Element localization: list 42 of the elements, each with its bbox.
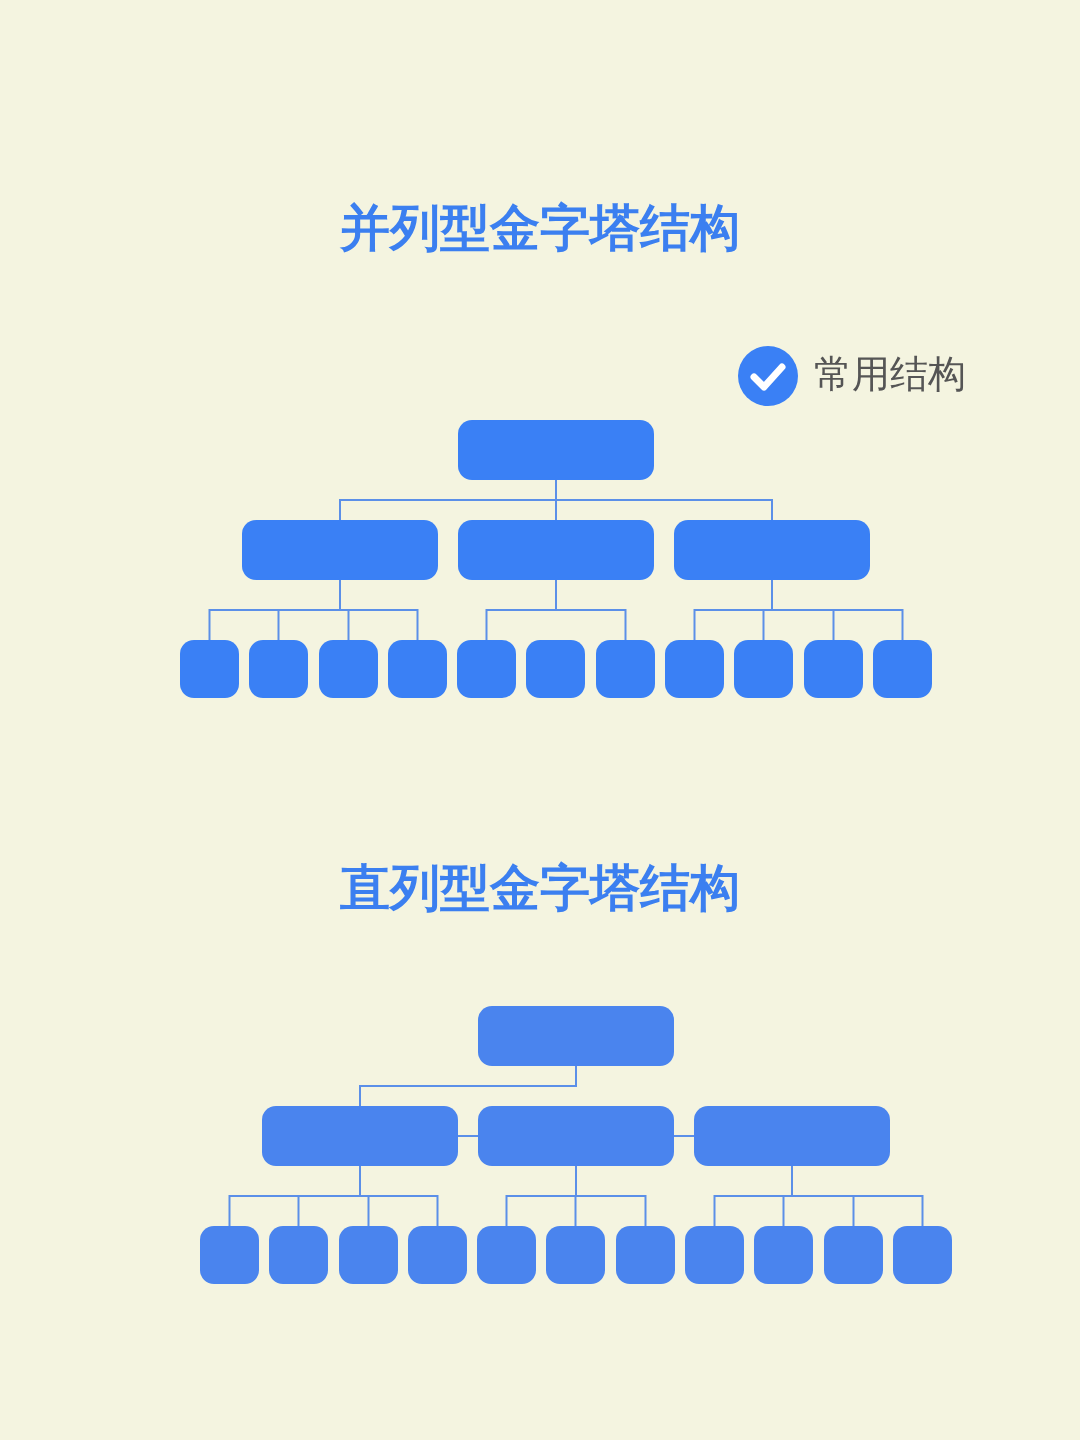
org-box	[546, 1226, 605, 1284]
org-box	[269, 1226, 328, 1284]
org-box	[754, 1226, 813, 1284]
org-box	[596, 640, 655, 698]
org-box	[893, 1226, 952, 1284]
org-box	[685, 1226, 744, 1284]
org-box	[478, 1006, 674, 1066]
connector-line	[673, 1135, 695, 1137]
org-box	[824, 1226, 883, 1284]
org-box	[262, 1106, 458, 1166]
connector-line	[359, 1065, 577, 1107]
org-box	[665, 640, 724, 698]
org-box	[458, 520, 654, 580]
org-box	[388, 640, 447, 698]
org-box	[734, 640, 793, 698]
org-box	[873, 640, 932, 698]
org-box	[339, 1226, 398, 1284]
connector-line	[339, 579, 419, 641]
connector-line	[555, 579, 627, 641]
connector-line	[791, 1165, 924, 1227]
connector-line	[359, 1165, 439, 1227]
org-box	[526, 640, 585, 698]
org-box	[242, 520, 438, 580]
org-box	[477, 1226, 536, 1284]
org-box	[478, 1106, 674, 1166]
org-box	[616, 1226, 675, 1284]
connector-line	[575, 1165, 647, 1227]
org-box	[694, 1106, 890, 1166]
org-box	[457, 640, 516, 698]
org-box	[180, 640, 239, 698]
org-box	[458, 420, 654, 480]
section-title: 直列型金字塔结构	[339, 858, 741, 918]
note-text: 常用结构	[814, 352, 966, 398]
org-box	[408, 1226, 467, 1284]
connector-line	[771, 579, 904, 641]
section-title: 并列型金字塔结构	[339, 198, 741, 258]
connector-line	[457, 1135, 479, 1137]
org-box	[674, 520, 870, 580]
org-box	[200, 1226, 259, 1284]
org-box	[249, 640, 308, 698]
org-box	[319, 640, 378, 698]
org-box	[804, 640, 863, 698]
